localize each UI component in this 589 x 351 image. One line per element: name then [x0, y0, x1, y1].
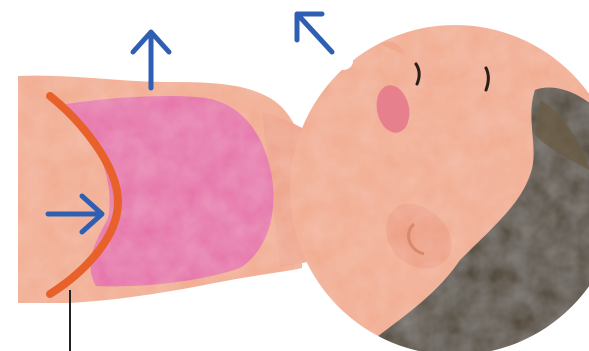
chest-up-arrow [133, 32, 169, 88]
mouth-exhale-arrow [297, 14, 332, 52]
head [285, 20, 589, 351]
mouth [333, 52, 353, 70]
